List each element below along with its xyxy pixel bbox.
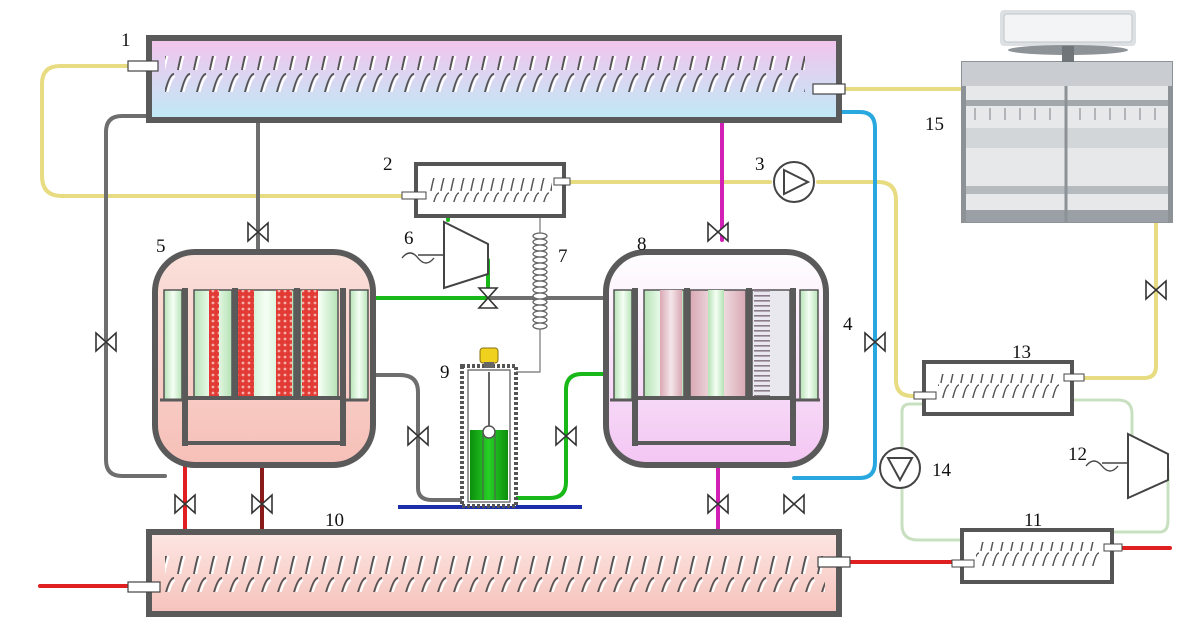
label-10: 10 (325, 510, 344, 531)
label-4: 4 (843, 314, 853, 335)
heat-exchanger-2 (401, 162, 571, 218)
fan-icon (1000, 10, 1136, 62)
heat-exchanger-11 (951, 528, 1123, 584)
bottom-tank (127, 529, 851, 617)
label-13: 13 (1012, 342, 1031, 363)
spiral-coil-7 (532, 232, 548, 330)
label-7: 7 (558, 246, 568, 267)
cyan-pipe (792, 110, 877, 480)
label-6: 6 (404, 228, 414, 249)
reservoir-9 (398, 347, 582, 509)
label-8: 8 (637, 234, 647, 255)
compressor-icon (1085, 432, 1169, 500)
label-2: 2 (383, 154, 393, 175)
component-labels: 1 2 3 4 5 6 7 8 9 10 11 12 13 14 15 (121, 30, 1087, 531)
label-14: 14 (932, 460, 952, 481)
heat-exchanger-13 (913, 360, 1085, 416)
pump-icon (773, 161, 815, 203)
label-15: 15 (925, 114, 944, 135)
reactor-8 (603, 249, 829, 468)
coil-icon (430, 178, 552, 202)
label-11: 11 (1024, 510, 1042, 531)
coil-icon (532, 232, 548, 330)
compressor-icon (401, 220, 489, 290)
label-1: 1 (121, 30, 131, 51)
coil-icon (165, 56, 805, 92)
cooling-tower-15 (961, 10, 1173, 223)
yellow-pipes (40, 64, 1158, 398)
coil-icon (165, 556, 825, 592)
valve-icon (783, 494, 805, 514)
reactor-5 (152, 249, 376, 468)
coil-icon (938, 374, 1060, 398)
pump-icon (879, 447, 921, 489)
label-3: 3 (755, 154, 765, 175)
label-12: 12 (1068, 444, 1087, 465)
top-tank (127, 35, 846, 123)
label-5: 5 (156, 236, 166, 257)
label-9: 9 (440, 362, 450, 383)
coil-icon (976, 542, 1100, 566)
valve-icon (707, 222, 729, 242)
